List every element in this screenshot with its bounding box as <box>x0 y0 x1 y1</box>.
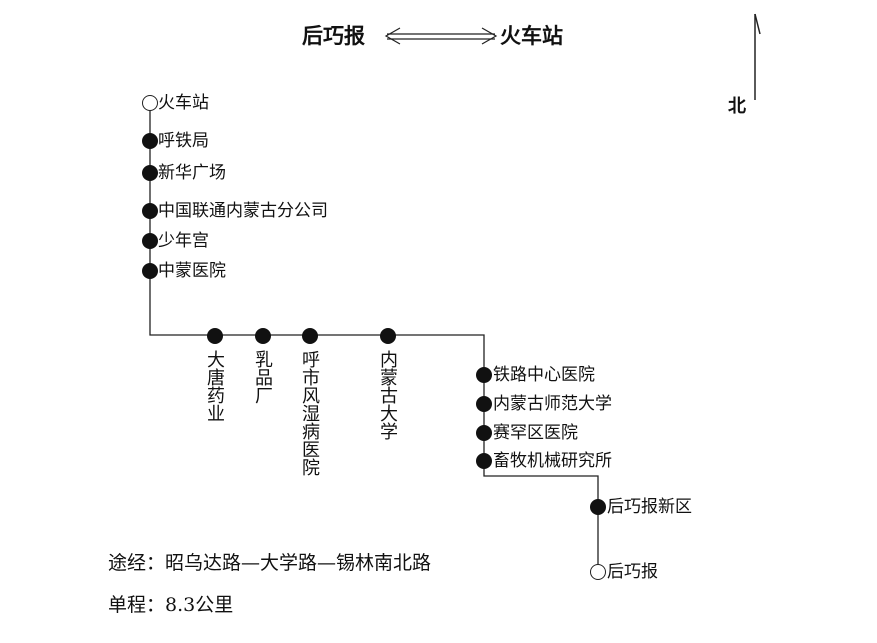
terminal-stop-icon <box>590 564 606 580</box>
north-label: 北 <box>728 96 746 117</box>
stop-icon <box>476 396 492 412</box>
stop-icon <box>142 263 158 279</box>
origin-title: 后巧报 <box>302 23 365 48</box>
station-label: 新华广场 <box>158 163 226 183</box>
station-label: 内蒙古师范大学 <box>493 394 612 414</box>
distance-value: 8.3公里 <box>165 594 234 616</box>
stop-icon <box>142 233 158 249</box>
terminal-stop-icon <box>142 95 158 111</box>
station-label: 赛罕区医院 <box>493 423 578 443</box>
station-label: 火车站 <box>158 93 209 113</box>
station-label: 大唐药业 <box>204 350 225 422</box>
stop-icon <box>476 453 492 469</box>
station-label: 中国联通内蒙古分公司 <box>158 201 328 221</box>
stop-icon <box>476 367 492 383</box>
stop-icon <box>302 328 318 344</box>
stop-icon <box>142 133 158 149</box>
stop-icon <box>380 328 396 344</box>
station-label: 少年宫 <box>158 231 209 251</box>
station-label: 后巧报新区 <box>607 497 692 517</box>
stop-icon <box>255 328 271 344</box>
route-via-label: 途经： <box>108 552 166 574</box>
route-via: 途经：昭乌达路—大学路—锡林南北路 <box>108 548 431 575</box>
station-label: 呼市风湿病医院 <box>299 350 320 476</box>
station-label: 中蒙医院 <box>158 261 226 281</box>
stop-icon <box>142 165 158 181</box>
station-label: 呼铁局 <box>158 131 209 151</box>
stop-icon <box>476 425 492 441</box>
distance-label: 单程： <box>108 594 166 616</box>
station-label: 畜牧机械研究所 <box>493 451 612 471</box>
stop-icon <box>590 499 606 515</box>
station-label: 乳品厂 <box>252 350 273 404</box>
stop-icon <box>142 203 158 219</box>
destination-title: 火车站 <box>500 23 563 48</box>
route-distance: 单程：8.3公里 <box>108 590 233 617</box>
stop-icon <box>207 328 223 344</box>
station-label: 铁路中心医院 <box>493 365 595 385</box>
station-label: 内蒙古大学 <box>377 350 398 440</box>
station-label: 后巧报 <box>607 562 658 582</box>
route-via-value: 昭乌达路—大学路—锡林南北路 <box>165 552 432 574</box>
